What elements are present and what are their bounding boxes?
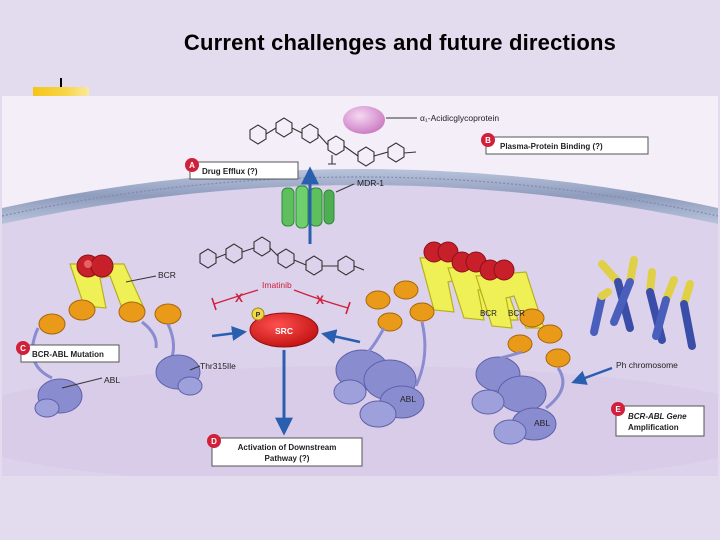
mdr1-transporter [281, 185, 335, 229]
callout-e-text-1: BCR-ABL Gene [628, 412, 687, 421]
bcr-pair-left-label: BCR [480, 309, 497, 318]
imatinib-label: Imatinib [262, 280, 292, 290]
bcr-pair-right-label: BCR [508, 309, 525, 318]
thr315ile-label: Thr315Ile [200, 361, 236, 371]
arrow-amplified-to-src [321, 329, 361, 344]
accent-bar [33, 87, 89, 96]
slide-title: Current challenges and future directions [183, 30, 617, 55]
src-kinase: SRC P [249, 307, 319, 348]
callout-d-letter: D [211, 437, 217, 446]
bcr-label: BCR [158, 270, 176, 280]
glycoprotein-sphere [343, 106, 385, 134]
abl-left-label: ABL [104, 375, 120, 385]
callout-c-text: BCR-ABL Mutation [32, 350, 104, 359]
callout-b-letter: B [485, 136, 491, 145]
cell-diagram: α₁-Acidicglycoprotein A Drug Efflux (?) … [2, 96, 718, 476]
ph-chromosome-label: Ph chromosome [616, 360, 678, 370]
phospho-label: P [256, 312, 261, 319]
callout-d-text-2: Pathway (?) [265, 454, 310, 463]
callout-c-letter: C [20, 344, 26, 353]
callout-plasma-protein-binding: B Plasma-Protein Binding (?) [481, 133, 649, 155]
abl-right-label: ABL [534, 418, 550, 428]
callout-e-letter: E [615, 405, 621, 414]
callout-downstream-activation: D Activation of Downstream Pathway (?) [207, 434, 363, 467]
abl-mid-label: ABL [400, 394, 416, 404]
arrow-ph-to-cluster [571, 366, 613, 385]
mdr1-label: MDR-1 [357, 178, 384, 188]
callout-a-text: Drug Efflux (?) [202, 167, 258, 176]
arrow-abl-to-src [211, 326, 247, 341]
callout-b-text: Plasma-Protein Binding (?) [500, 142, 603, 151]
imatinib-molecule-middle [199, 236, 365, 276]
glycoprotein-label: α₁-Acidicglycoprotein [420, 113, 499, 123]
callout-bcr-abl-mutation: C BCR-ABL Mutation [16, 341, 120, 363]
callout-a-letter: A [189, 161, 195, 170]
callout-e-text-2: Amplification [628, 423, 679, 432]
bcr-abl-amplified [333, 241, 571, 445]
imatinib-molecule-top [249, 117, 417, 167]
inhibit-line-left [213, 289, 259, 305]
cell-membrane [2, 169, 718, 224]
inhibit-mark-left: X [235, 291, 243, 305]
inhibit-line-right [293, 289, 349, 309]
bcr-abl-left [30, 254, 203, 418]
callout-gene-amplification: E BCR-ABL Gene Amplification [611, 402, 705, 437]
callout-d-text-1: Activation of Downstream [238, 443, 337, 452]
accent-tick [60, 78, 62, 94]
ph-chromosomes [590, 256, 696, 350]
src-label: SRC [275, 326, 293, 336]
inhibit-mark-right: X [316, 293, 324, 307]
callout-drug-efflux: A Drug Efflux (?) [185, 158, 299, 180]
